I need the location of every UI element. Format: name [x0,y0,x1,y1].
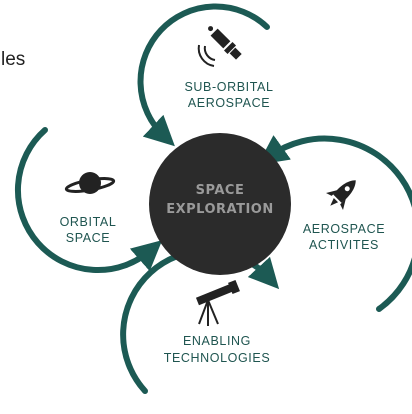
rocket-icon [326,180,356,210]
top-label-line1: SUB-ORBITAL [184,80,273,94]
bottom-ring-arrow [120,247,280,394]
left-label-line2: SPACE [66,231,110,245]
telescope-icon [195,279,240,326]
left-label-line1: ORBITAL [60,215,117,229]
left-ring-arrow [14,127,163,274]
bottom-label-line1: ENABLING [183,334,251,348]
right-label-line1: AEROSPACE [303,222,385,236]
center-title-line1: SPACE [196,183,245,198]
planet-icon [64,172,116,194]
satellite-icon [208,26,242,60]
center-title-line2: EXPLORATION [166,202,274,217]
top-ring-arrow [137,3,270,147]
satellite-signal-icon [197,44,215,67]
top-label-line2: AEROSPACE [188,96,270,110]
center-circle [149,133,291,275]
right-ring-arrow [257,135,412,312]
bottom-label-line2: TECHNOLOGIES [164,351,271,365]
satellite-signal-icon [203,45,216,61]
header-fragment: les [1,49,25,70]
right-label-line2: ACTIVITES [309,238,379,252]
